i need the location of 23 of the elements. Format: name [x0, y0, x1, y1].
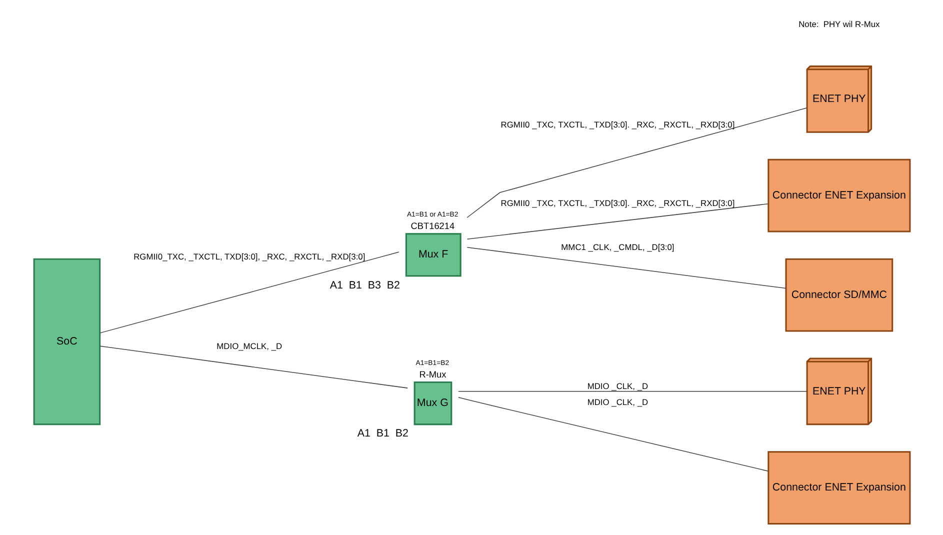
node-box: Connector ENET Expansion	[767, 158, 910, 232]
connector	[458, 391, 807, 392]
edge-label: RGMII0_TXC, _TXCTL, TXD[3:0], _RXC, _RXCTL, _RXD[3:0]	[133, 252, 365, 262]
connector	[99, 252, 399, 334]
node-label: CBT16214	[410, 220, 454, 231]
edge-label: MMC1 _CLK, _CMDL, _D[3:0]	[560, 242, 674, 252]
node-box: SoC	[32, 258, 100, 426]
label: Note: PHY wil R-Mux	[798, 19, 880, 30]
edge-label: MDIO_MCLK, _D	[216, 341, 282, 352]
edge-label: MDIO _CLK, _D	[586, 380, 648, 391]
node-box: Connector ENET Expansion	[767, 451, 910, 525]
node-label: R-Mux	[418, 369, 446, 380]
node-label: A1 B1 B2	[356, 428, 408, 440]
connector	[466, 246, 786, 289]
connector	[458, 397, 768, 472]
edge-label: MDIO _CLK, _D	[586, 397, 648, 408]
edge-label: RGMII0 _TXC, TXCTL, _TXD[3:0]. _RXC, _RXCTL, _RXD[3:0]	[500, 119, 734, 130]
node-label: A1 B1 B3 B2	[329, 279, 400, 292]
connector	[466, 108, 807, 218]
node-box: Connector SD/MMC	[784, 258, 893, 332]
connector	[99, 346, 408, 388]
connector	[466, 203, 768, 240]
edge-label: RGMII0 _TXC, TXCTL, _TXD[3:0]. _RXC, _RXCTL, _RXD[3:0]	[500, 198, 734, 208]
